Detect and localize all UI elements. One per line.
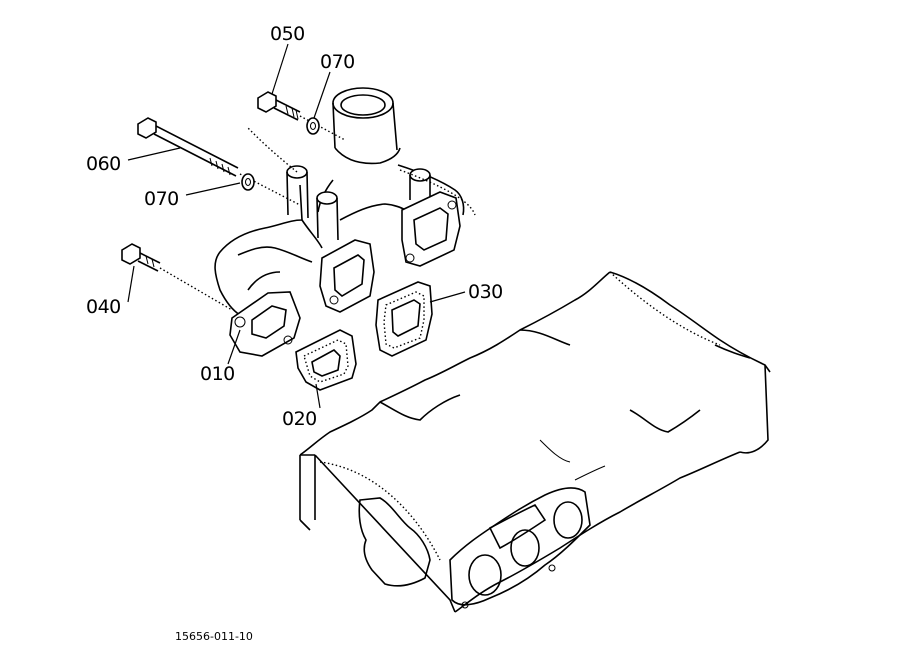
- washer-070a: [306, 117, 320, 135]
- washer-070b: [241, 173, 255, 191]
- leader-lines: [127, 43, 466, 409]
- callout-030: 030: [468, 281, 503, 303]
- callout-050: 050: [270, 23, 305, 45]
- axis-line-b: [399, 169, 476, 216]
- callout-070-side: 070: [144, 188, 179, 210]
- bolt-040: [121, 243, 233, 311]
- manifold-010: [214, 87, 465, 357]
- bolt-050: [257, 91, 346, 141]
- bolt-060: [137, 117, 301, 206]
- gasket-030: [375, 281, 433, 357]
- cylinder-head: [299, 271, 771, 613]
- callout-020: 020: [282, 408, 317, 430]
- callout-010: 010: [200, 363, 235, 385]
- callout-070-top: 070: [320, 51, 355, 73]
- axis-line-a: [247, 127, 298, 173]
- figure-code: 15656-011-10: [175, 630, 253, 643]
- gasket-020: [295, 329, 357, 391]
- callout-060: 060: [86, 153, 121, 175]
- callout-040: 040: [86, 296, 121, 318]
